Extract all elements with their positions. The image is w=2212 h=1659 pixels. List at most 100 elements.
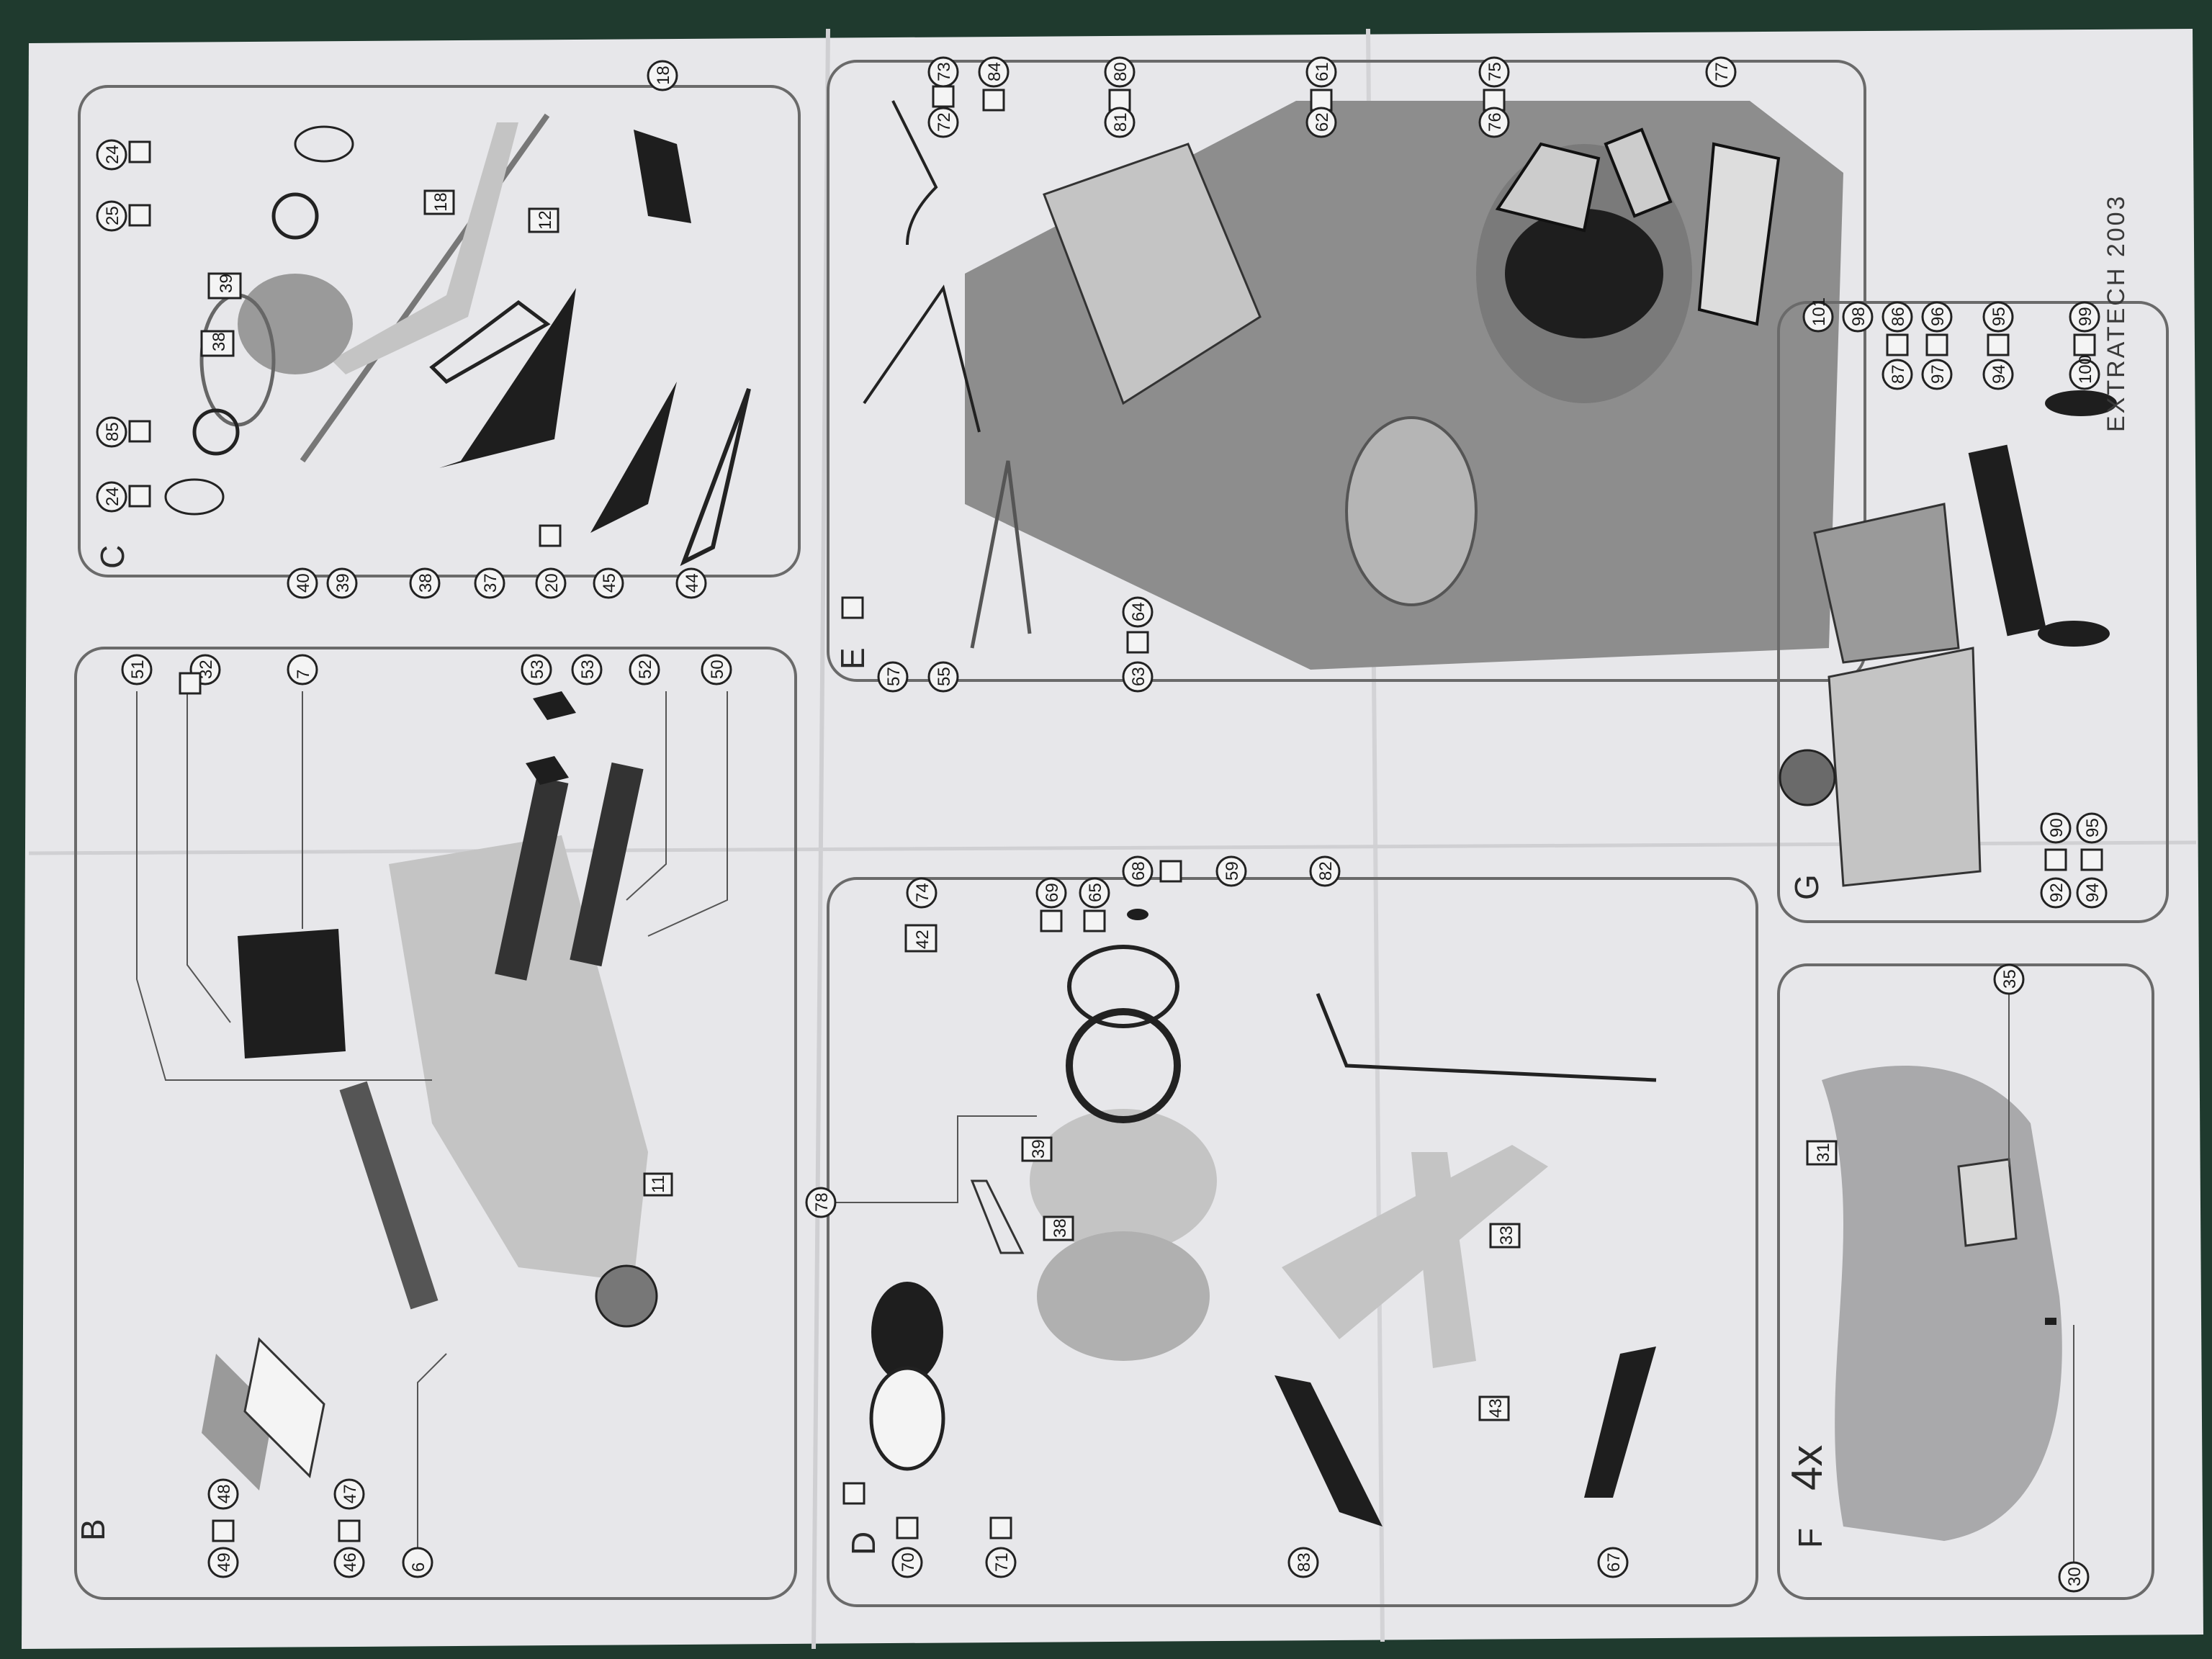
cab-frame-part [1043, 143, 1262, 405]
part-number: 69 [1043, 883, 1062, 902]
grille-part [495, 776, 569, 981]
part-callout [121, 654, 153, 685]
part-box [207, 272, 242, 300]
part-number: 95 [2083, 818, 2103, 837]
part-callout [1122, 596, 1154, 628]
paint-can-icon [989, 1516, 1012, 1539]
part-callouts: 51 32 7 53 53 52 50 11 49 48 46 47 [121, 654, 732, 1578]
paint-can-icon [1925, 333, 1948, 356]
panel-letter: G [1788, 874, 1825, 900]
part-number: 82 [1316, 861, 1336, 881]
part-callout [675, 567, 707, 599]
part-callout [805, 1187, 837, 1218]
part-callout [891, 1547, 923, 1578]
panel-letter: E [834, 647, 871, 670]
panel-frame [827, 877, 1758, 1607]
part-number: 39 [333, 573, 353, 593]
part-number: 24 [103, 145, 122, 164]
grille-part [570, 762, 644, 967]
plate-part [970, 1179, 1025, 1254]
part-callout [1309, 855, 1341, 887]
wheel-hub-part [238, 274, 353, 374]
part-number: 101 [1809, 297, 1829, 326]
paint-can-icon [179, 672, 202, 695]
part-number: 80 [1111, 62, 1130, 81]
tread-part [1584, 1346, 1656, 1498]
strut-part [300, 113, 550, 463]
part-number: 71 [992, 1552, 1012, 1572]
part-callout [1842, 301, 1874, 333]
part-number: 59 [1223, 861, 1242, 881]
part-callout [1597, 1547, 1629, 1578]
part-callouts: 35 31 30 [1806, 963, 2090, 1593]
part-callout [402, 1547, 433, 1578]
part-callout [1305, 56, 1337, 88]
part-callout [927, 661, 959, 693]
paint-can-icon [1886, 333, 1909, 356]
window-part [243, 1336, 325, 1479]
part-number: 63 [1129, 667, 1148, 686]
disc-part [164, 478, 225, 516]
part-callout [1079, 877, 1110, 909]
part-callout [96, 481, 127, 513]
grille-part [1827, 647, 1982, 887]
part-callout [978, 56, 1010, 88]
part-callout [409, 567, 441, 599]
window-frame-part [1604, 127, 1673, 218]
wire-part [891, 100, 938, 246]
paint-can-icon [1159, 860, 1182, 883]
ladder-part [1274, 1375, 1382, 1527]
frame-part [680, 387, 751, 567]
part-number: 38 [210, 332, 229, 351]
paint-can-icon [2080, 848, 2103, 871]
part-box [1478, 1395, 1510, 1421]
paint-can-icon [1083, 909, 1106, 932]
part-number: 75 [1485, 62, 1505, 81]
fold-line [811, 28, 830, 1650]
part-callout [593, 567, 624, 599]
part-callout [1305, 107, 1337, 138]
part-number: 85 [103, 422, 122, 441]
panel-e: E 73 72 84 80 81 61 [827, 56, 1866, 693]
part-number: 42 [913, 930, 932, 949]
part-number: 77 [1712, 62, 1732, 81]
part-callout [927, 107, 959, 138]
part-callout [2069, 301, 2100, 333]
part-callout [1982, 301, 2014, 333]
panel-d: D 74 42 69 65 68 59 [805, 855, 1758, 1607]
part-callout [96, 416, 127, 448]
paint-can-icon [896, 1516, 919, 1539]
part-number: 65 [1086, 883, 1105, 902]
part-number: 72 [935, 112, 954, 132]
part-callout [1035, 877, 1067, 909]
part-callout [1122, 661, 1154, 693]
part-callout [985, 1547, 1017, 1578]
paint-can-icon [2073, 333, 2096, 356]
part-box [423, 189, 455, 215]
part-callout [2040, 812, 2072, 844]
paint-can-icon [982, 89, 1005, 112]
part-callout [2069, 359, 2100, 390]
panel-letter: D [845, 1532, 882, 1555]
part-callout [207, 1478, 239, 1510]
paint-can-icon [1126, 631, 1149, 654]
part-number: 98 [1849, 307, 1869, 326]
part-number: 62 [1313, 112, 1332, 132]
part-number: 20 [542, 573, 562, 593]
part-callout [326, 567, 358, 599]
part-number: 25 [103, 206, 122, 225]
paint-can-icon [212, 1519, 235, 1542]
part-number: 55 [935, 667, 954, 686]
paint-can-icon [842, 1482, 866, 1505]
strut-assembly [1282, 1145, 1548, 1339]
rod-part [863, 284, 981, 433]
part-callout [1705, 56, 1737, 88]
panel-g: G 101 98 86 87 96 97 95 94 [1777, 297, 2169, 923]
rail-part [970, 460, 1032, 649]
part-callout [2040, 877, 2072, 909]
paint-can-icon [539, 524, 562, 547]
part-number: 38 [1051, 1218, 1070, 1238]
part-callout [1881, 301, 1913, 333]
part-number: 94 [1990, 364, 2009, 384]
detail-zoom [595, 1264, 658, 1328]
